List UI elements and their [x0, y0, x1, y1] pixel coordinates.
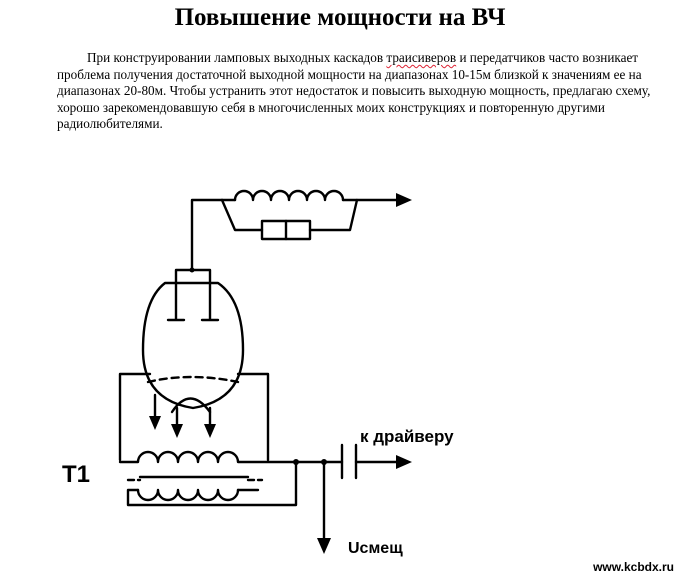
junction-dot [189, 267, 195, 273]
output-arrow-icon [396, 193, 412, 207]
junction-dot [321, 459, 327, 465]
rf-choke-coil [233, 189, 345, 202]
bias-arrow-icon [317, 538, 331, 554]
tube-envelope [141, 281, 245, 410]
grid-box-wire [118, 372, 270, 462]
misspelled-word: траисиверов [386, 50, 457, 65]
tube-grid [146, 375, 240, 384]
tube-anode [166, 268, 220, 322]
t1-secondary-wire [126, 460, 298, 507]
anode-wire [190, 198, 224, 272]
intro-text-start: При конструировании ламповых выходных ка… [87, 50, 387, 65]
t1-label: T1 [62, 461, 90, 488]
driver-label: к драйверу [360, 427, 454, 446]
cathode-arrow-icon [171, 424, 183, 438]
driver-arrow-icon [396, 455, 412, 469]
watermark: www.kcbdx.ru [593, 560, 674, 574]
bias-label: Uсмещ [348, 540, 403, 557]
page-title: Повышение мощности на ВЧ [174, 4, 506, 31]
intro-paragraph: При конструировании ламповых выходных ка… [57, 50, 671, 133]
junction-dot [293, 459, 299, 465]
t1-primary-coil [118, 450, 298, 464]
t1-secondary-coil [136, 488, 240, 502]
parallel-branch [220, 198, 359, 232]
intro-text-end: и передатчиков часто возникает проблема … [57, 50, 651, 131]
tube-cathode [170, 397, 212, 414]
coupling-capacitor [340, 443, 358, 480]
cathode-arrow-icon [149, 416, 161, 430]
cathode-arrow-icon [204, 424, 216, 438]
